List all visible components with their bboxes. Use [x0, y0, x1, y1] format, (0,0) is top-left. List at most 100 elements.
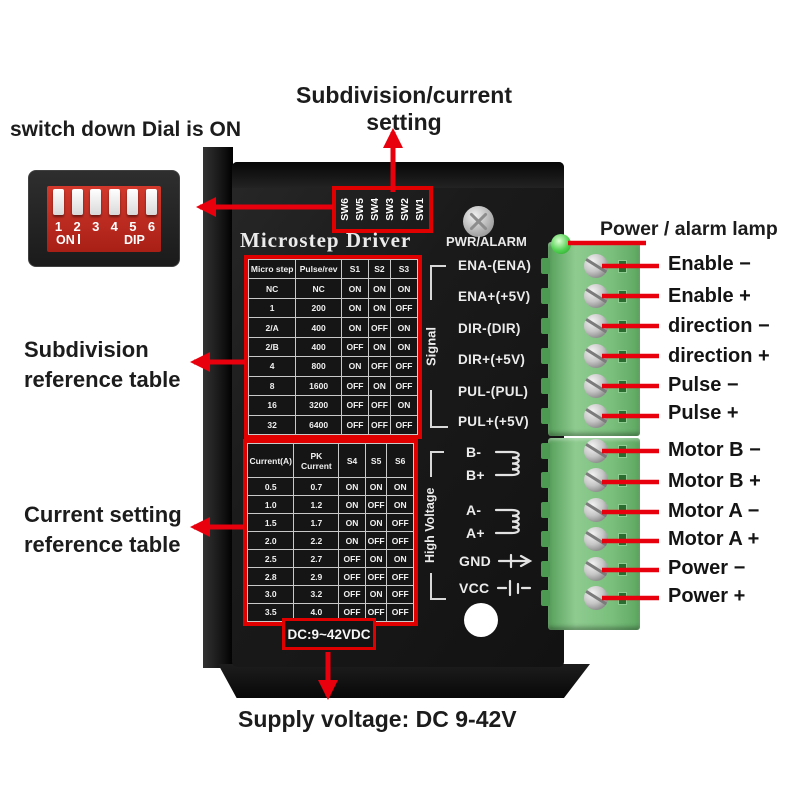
dip-number: 1 — [54, 219, 63, 234]
table-cell: PK Current — [293, 442, 340, 479]
table-cell: S4 — [338, 442, 366, 479]
terminal-notch — [541, 288, 550, 304]
table-cell: ON — [386, 549, 414, 569]
terminal-label: Motor A − — [668, 500, 760, 522]
terminal-label: direction − — [668, 315, 770, 337]
power-alarm-lamp-label: Power / alarm lamp — [600, 218, 778, 240]
terminal-slot — [618, 533, 627, 547]
table-cell: ON — [340, 278, 369, 299]
table-cell: 16 — [247, 395, 297, 416]
device-pin-label: GND — [459, 553, 492, 569]
device-pin-label: PUL-(PUL) — [458, 384, 529, 399]
table-cell: ON — [367, 297, 391, 319]
table-cell: OFF — [364, 567, 388, 586]
table-cell: OFF — [338, 602, 366, 623]
terminal-notch — [541, 472, 550, 489]
subdivision-current-setting-title: Subdivision/current setting — [296, 82, 512, 135]
device-pin-label: ENA+(+5V) — [458, 289, 531, 304]
table-cell: ON — [338, 495, 366, 515]
table-cell: ON — [364, 477, 388, 497]
dip-toggle — [53, 189, 64, 215]
device-pin-label: A- — [466, 502, 482, 518]
device-pin-label: VCC — [459, 580, 490, 596]
table-cell: OFF — [367, 414, 391, 435]
table-cell: ON — [340, 356, 369, 377]
mounting-flange-left — [203, 147, 233, 668]
table-cell: ON — [389, 395, 419, 416]
table-cell: ON — [338, 531, 366, 551]
supply-voltage-label: Supply voltage: DC 9-42V — [238, 706, 517, 732]
table-cell: OFF — [386, 513, 414, 533]
terminal-slot — [618, 290, 627, 303]
table-cell: OFF — [340, 336, 369, 358]
terminal-screw-icon — [584, 527, 608, 552]
terminal-notch — [541, 408, 550, 424]
terminal-notch — [541, 318, 550, 334]
table-cell: OFF — [367, 395, 391, 416]
mounting-hole — [464, 603, 498, 637]
table-cell: ON — [389, 278, 419, 299]
device-pin-label: DIR+(+5V) — [458, 352, 526, 367]
terminal-label: Pulse − — [668, 374, 739, 396]
device-pin-label: ENA-(ENA) — [458, 258, 532, 273]
table-cell: 2/A — [247, 317, 297, 338]
table-cell: 2.2 — [293, 531, 340, 551]
terminal-slot — [618, 350, 627, 363]
power-terminal-block — [541, 438, 640, 630]
table-cell: ON — [367, 375, 391, 397]
table-cell: Current(A) — [246, 442, 295, 479]
terminal-screw-icon — [584, 284, 608, 308]
table-cell: S3 — [389, 258, 419, 280]
table-cell: OFF — [386, 567, 414, 586]
terminal-label: Motor A + — [668, 528, 760, 550]
terminal-screw-icon — [584, 314, 608, 338]
device-pin-label: A+ — [466, 525, 485, 541]
table-cell: 1600 — [295, 375, 342, 397]
signal-terminal-block — [541, 242, 640, 436]
table-cell: 3.2 — [293, 585, 340, 604]
table-cell: OFF — [338, 567, 366, 586]
table-cell: ON — [386, 495, 414, 515]
dc-rating-box: DC:9~42VDC — [282, 618, 376, 650]
sw-label: SW2 — [398, 198, 411, 221]
dip-toggle — [146, 189, 157, 215]
table-cell: 3.0 — [246, 585, 295, 604]
table-cell: ON — [386, 477, 414, 497]
table-cell: ON — [389, 336, 419, 358]
table-cell: ON — [338, 477, 366, 497]
terminal-notch — [541, 590, 550, 606]
table-cell: 2.8 — [246, 567, 295, 586]
table-cell: 2/B — [247, 336, 297, 358]
table-cell: 1.5 — [246, 513, 295, 533]
table-cell: OFF — [340, 375, 369, 397]
terminal-notch — [541, 348, 550, 364]
terminal-screw-icon — [584, 586, 608, 610]
table-cell: S2 — [367, 258, 391, 280]
table-cell: OFF — [367, 317, 391, 338]
subdivision-reference-line2: reference table — [24, 367, 181, 392]
sw-label: SW5 — [354, 198, 367, 221]
terminal-notch — [541, 443, 550, 459]
terminal-slot — [618, 380, 627, 393]
sw-label: SW4 — [369, 198, 382, 221]
table-cell: ON — [389, 317, 419, 338]
table-cell: OFF — [340, 395, 369, 416]
terminal-label: Power − — [668, 557, 746, 579]
table-cell: 1.2 — [293, 495, 340, 515]
terminal-label: Enable − — [668, 253, 751, 275]
subdivision-reference-line1: Subdivision — [24, 337, 149, 362]
table-cell: OFF — [386, 531, 414, 551]
table-cell: OFF — [389, 414, 419, 435]
